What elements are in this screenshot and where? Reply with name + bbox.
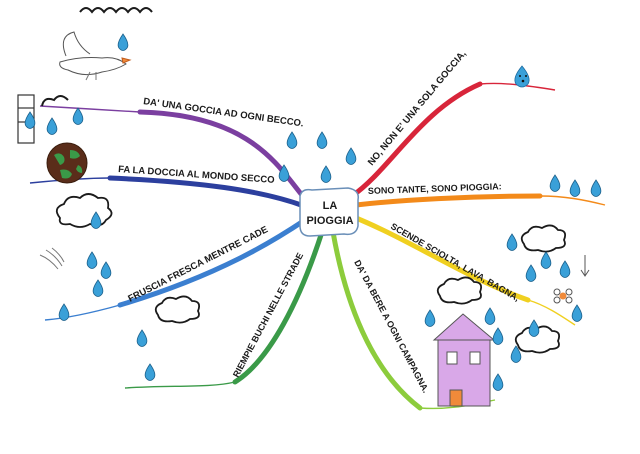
branch-goccia-sola-line <box>349 81 483 199</box>
cloud-bottom-left-icon <box>154 295 201 324</box>
branch-tante-tail <box>539 195 606 206</box>
branch-tante-line <box>353 193 543 208</box>
flower-icon <box>553 288 573 304</box>
branch-doccia-line <box>107 175 307 209</box>
raindrop-icon <box>58 303 70 321</box>
wind-icon <box>39 247 65 270</box>
central-title-line1: LA <box>323 200 338 212</box>
raindrop-icon <box>571 304 583 322</box>
raindrop-icon <box>100 261 112 279</box>
cloud-small-icon <box>41 95 69 107</box>
branch-fruscia-tail <box>44 304 121 321</box>
cloud-bottom-middle-icon <box>436 276 483 305</box>
raindrop-icon <box>117 33 129 51</box>
raindrop-icon <box>424 309 436 327</box>
label-buchi: RIEMPIE BUCHI NELLE STRADE <box>231 251 305 379</box>
raindrop-icon <box>484 307 496 325</box>
cloud-right-icon <box>520 224 567 253</box>
central-node: LA PIOGGIA <box>299 187 360 237</box>
raindrop-icon <box>24 111 36 129</box>
branch-goccia-tail <box>39 105 141 113</box>
raindrop-icon <box>90 211 102 229</box>
raindrop-icon <box>590 179 602 197</box>
raindrop-icon <box>492 327 504 345</box>
raindrop-icon <box>92 279 104 297</box>
raindrop-icon <box>136 329 148 347</box>
branch-bere-line <box>330 229 423 411</box>
face-drop-icon <box>514 65 530 88</box>
raindrop-icon <box>144 363 156 381</box>
raindrop-icon <box>286 131 298 149</box>
house-icon <box>432 313 496 407</box>
branch-lines <box>29 81 606 411</box>
raindrop-icon <box>492 373 504 391</box>
decorations <box>17 7 590 407</box>
raindrop-icon <box>46 117 58 135</box>
raindrop-icon <box>278 164 290 182</box>
raindrop-icon <box>86 251 98 269</box>
raindrop-icon <box>316 131 328 149</box>
globe-icon <box>46 142 88 184</box>
cloud-lower-right-icon <box>514 325 561 354</box>
branch-buchi-line <box>232 229 325 385</box>
raindrop-icon <box>345 147 357 165</box>
central-title-line2: PIOGGIA <box>306 215 353 227</box>
bird-icon <box>59 31 132 81</box>
raindrop-icon <box>510 345 522 363</box>
raindrops <box>24 33 602 391</box>
branch-scende-line <box>353 215 531 303</box>
raindrop-icon <box>506 233 518 251</box>
raindrop-icon <box>559 260 571 278</box>
arrow-down-icon <box>580 255 590 277</box>
raindrop-icon <box>549 174 561 192</box>
branch-fruscia-line <box>117 217 308 308</box>
branch-scende-tail <box>527 299 576 326</box>
raindrop-icon <box>540 251 552 269</box>
raindrop-icon <box>320 165 332 183</box>
raindrop-icon <box>525 264 537 282</box>
cloud-top-icon <box>79 7 153 14</box>
label-bere: DA' DA BERE A OGNI CAMPAGNA. <box>352 258 431 394</box>
branch-buchi-tail <box>124 381 236 389</box>
raindrop-icon <box>72 107 84 125</box>
raindrop-icon <box>569 179 581 197</box>
cloud-left-icon <box>55 193 113 228</box>
label-fruscia: FRUSCIA FRESCA MENTRE CADE <box>126 224 270 304</box>
branch-goccia-line <box>137 109 309 203</box>
raindrop-icon <box>528 319 540 337</box>
label-goccia-sola: NO, NON E' UNA SOLA GOCCIA, <box>366 48 469 167</box>
label-tante: SONO TANTE, SONO PIOGGIA: <box>368 181 502 196</box>
